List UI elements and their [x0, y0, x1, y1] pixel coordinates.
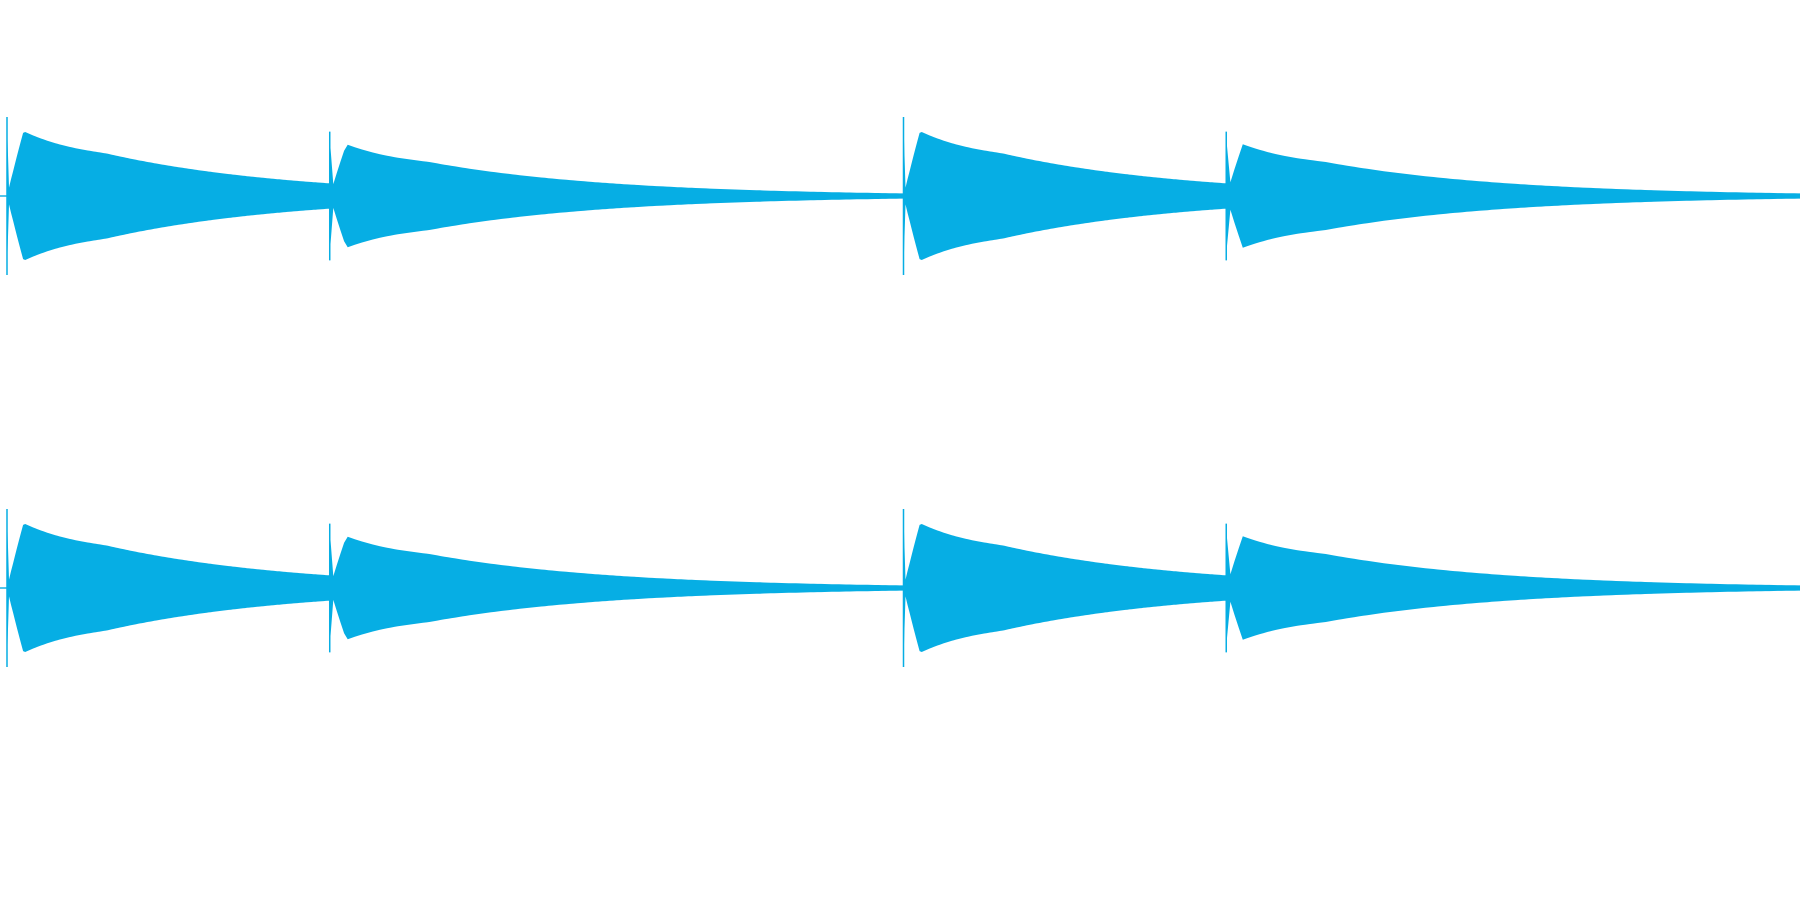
channel-2-burst-4	[1226, 529, 1800, 647]
channel-2-burst-2	[329, 529, 904, 647]
channel-1-burst-1	[7, 123, 330, 269]
channel-2-burst-3	[903, 515, 1227, 661]
channel-1-burst-2	[329, 137, 904, 255]
channel-1-waveform	[0, 117, 1800, 275]
channel-2-waveform	[0, 509, 1800, 667]
channel-2-burst-1	[7, 515, 330, 661]
channel-1-burst-3	[903, 123, 1227, 269]
channel-1-burst-4	[1226, 137, 1800, 255]
